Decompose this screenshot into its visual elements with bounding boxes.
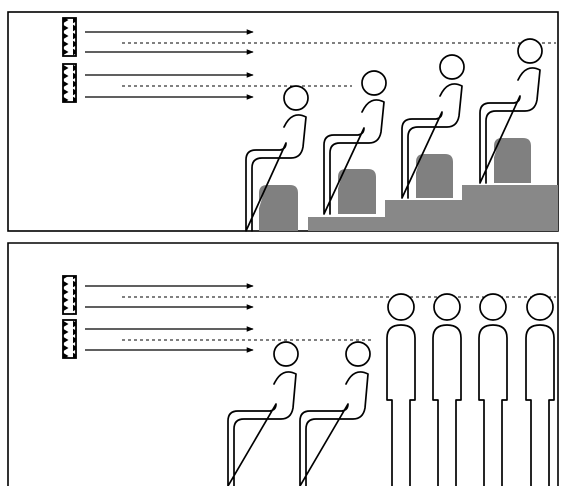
sound-source-lower — [63, 320, 76, 358]
standing-person — [479, 294, 507, 486]
seat-cushion — [259, 185, 298, 231]
seat-cushion — [338, 169, 376, 214]
sound-source-upper — [63, 18, 76, 56]
standing-person — [526, 294, 554, 486]
sound-source-lower — [63, 64, 76, 102]
seated-person — [228, 342, 298, 486]
sound-source-upper — [63, 276, 76, 314]
standing-person — [387, 294, 415, 486]
tiered-seating-panel — [8, 12, 558, 231]
seat-cushion — [416, 154, 453, 198]
standing-crowd-panel — [8, 243, 558, 486]
standing-person — [433, 294, 461, 486]
seated-person — [300, 342, 370, 486]
seat-cushion — [494, 138, 531, 183]
